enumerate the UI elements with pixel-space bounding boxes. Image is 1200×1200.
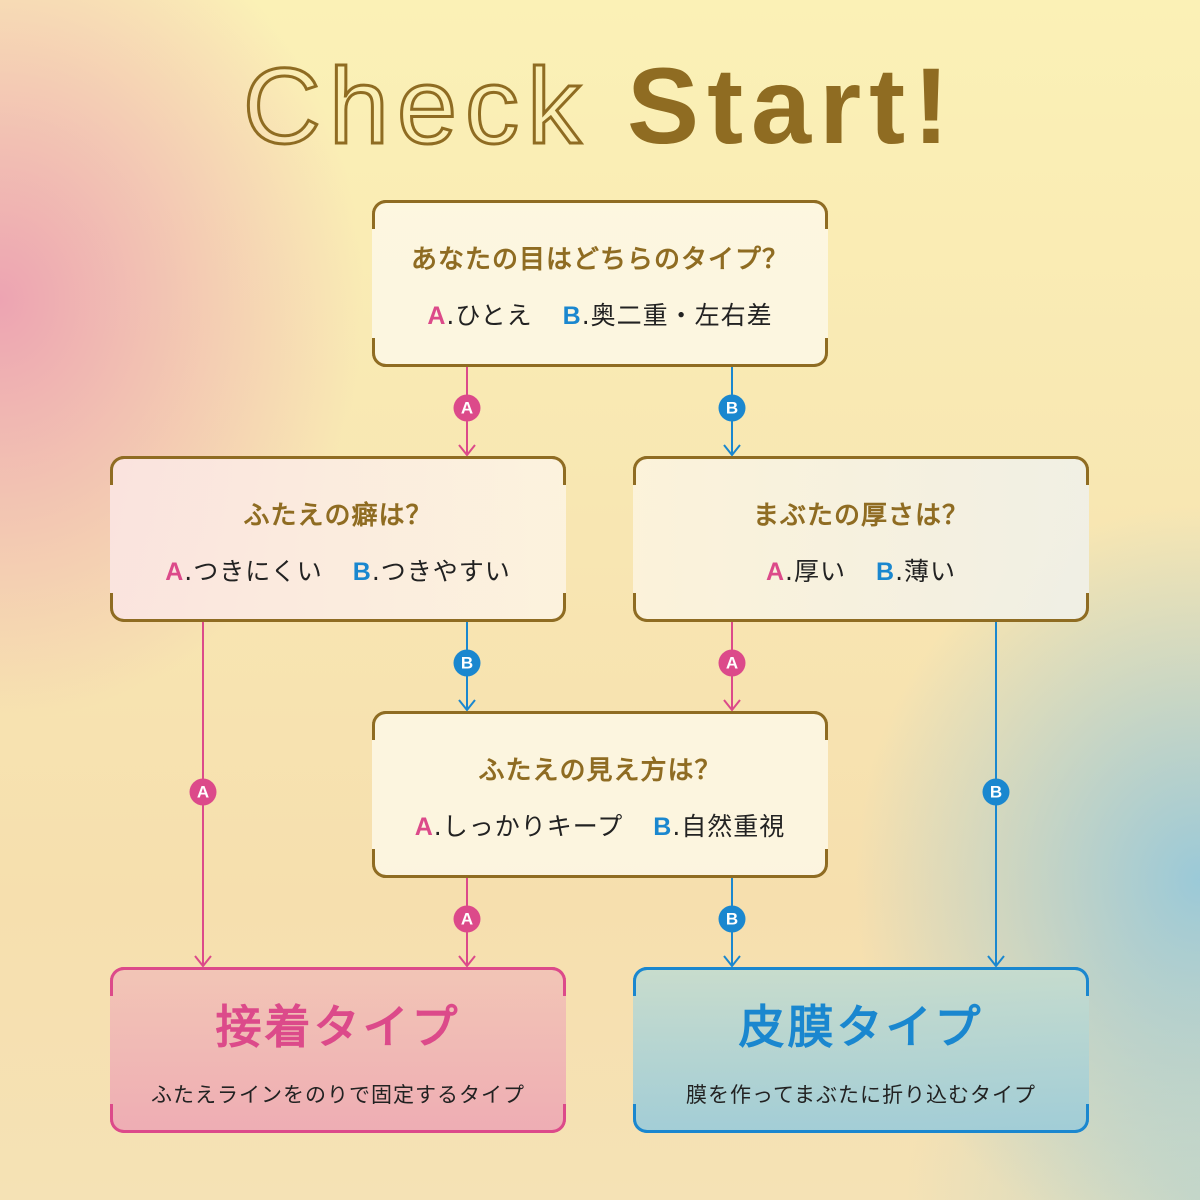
page-title: Check Start! bbox=[0, 50, 1200, 161]
option-b[interactable]: B.つきやすい bbox=[352, 556, 511, 586]
edge-label-q1-q2: A bbox=[453, 394, 481, 422]
answer-options: A.ひとえ B.奥二重・左右差 bbox=[427, 296, 772, 332]
option-a[interactable]: A.しっかりキープ bbox=[414, 812, 624, 841]
edge-label-q4-adhesive: A bbox=[453, 905, 481, 933]
edge-label-q2-q4: B bbox=[453, 649, 481, 677]
option-a[interactable]: A.厚い bbox=[765, 556, 846, 586]
title-check: Check bbox=[241, 45, 590, 166]
question-text: ふたえの癖は？ bbox=[243, 500, 433, 531]
result-description: 膜を作ってまぶたに折り込むタイプ bbox=[686, 1083, 1036, 1107]
result-title: 皮膜タイプ bbox=[738, 1000, 984, 1054]
option-a[interactable]: A.つきにくい bbox=[165, 556, 323, 586]
edge-label-q4-film: B bbox=[718, 905, 746, 933]
question-eyelid-thickness: まぶたの厚さは？ A.厚い B.薄い bbox=[633, 456, 1089, 622]
edge-label-q2-adhesive: A bbox=[189, 778, 217, 806]
option-b[interactable]: B.自然重視 bbox=[653, 812, 786, 841]
option-a[interactable]: A.ひとえ bbox=[427, 301, 533, 330]
answer-options: A.つきにくい B.つきやすい bbox=[165, 552, 511, 588]
question-eye-type: あなたの目はどちらのタイプ？ A.ひとえ B.奥二重・左右差 bbox=[372, 200, 828, 367]
option-b[interactable]: B.奥二重・左右差 bbox=[562, 301, 773, 330]
edge-label-q3-film: B bbox=[982, 778, 1010, 806]
edge-label-q3-q4: A bbox=[718, 649, 746, 677]
result-title: 接着タイプ bbox=[215, 1000, 461, 1054]
answer-options: A.しっかりキープ B.自然重視 bbox=[415, 807, 786, 843]
answer-options: A.厚い B.薄い bbox=[766, 552, 956, 588]
question-text: ふたえの見え方は？ bbox=[478, 756, 722, 786]
option-b[interactable]: B.薄い bbox=[876, 556, 957, 586]
result-description: ふたえラインをのりで固定するタイプ bbox=[151, 1083, 525, 1107]
title-start: Start! bbox=[627, 45, 958, 166]
result-adhesive-type[interactable]: 接着タイプ ふたえラインをのりで固定するタイプ bbox=[110, 967, 566, 1133]
result-film-type[interactable]: 皮膜タイプ 膜を作ってまぶたに折り込むタイプ bbox=[633, 967, 1089, 1133]
question-text: まぶたの厚さは？ bbox=[752, 500, 969, 531]
question-text: あなたの目はどちらのタイプ？ bbox=[410, 245, 789, 275]
question-crease-look: ふたえの見え方は？ A.しっかりキープ B.自然重視 bbox=[372, 711, 828, 878]
question-crease-habit: ふたえの癖は？ A.つきにくい B.つきやすい bbox=[110, 456, 566, 622]
edge-label-q1-q3: B bbox=[718, 394, 746, 422]
